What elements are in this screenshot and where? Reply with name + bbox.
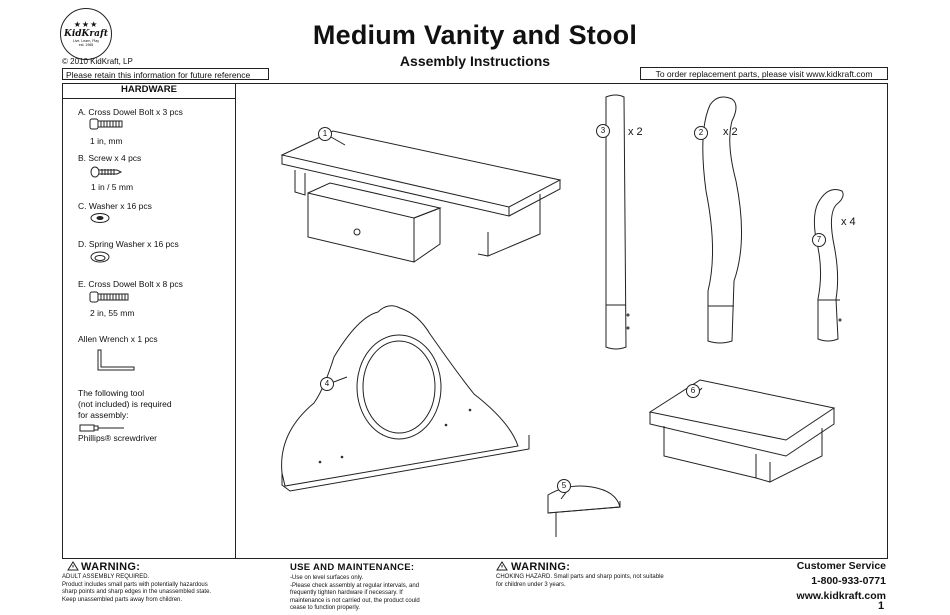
customer-service-web[interactable]: www.kidkraft.com [796, 590, 886, 602]
part-number-5: 5 [557, 479, 571, 493]
warning-2-line: for children under 3 years. [496, 581, 566, 588]
warning-2-line: CHOKING HAZARD. Small parts and sharp po… [496, 574, 664, 580]
use-line: -Please check assembly at regular interv… [290, 582, 420, 589]
warning-2-title: WARNING: [511, 561, 571, 573]
tool-note-3: for assembly: [78, 410, 129, 420]
customer-service-phone: 1-800-933-0771 [811, 575, 886, 587]
warning-triangle-icon-2 [496, 561, 508, 571]
customer-service: Customer Service 1-800-933-0771 www.kidk… [740, 559, 886, 604]
logo-tagline: Live, Learn, Play [72, 39, 100, 43]
warning-triangle-icon [67, 561, 79, 571]
hardware-panel [62, 83, 236, 559]
part-6-stool-seat-drawing [648, 379, 836, 483]
warning-1-text: ADULT ASSEMBLY REQUIRED. Product include… [62, 574, 211, 604]
cross-dowel-bolt-long-icon [89, 291, 129, 303]
logo-stars: ★★★ [73, 20, 99, 29]
part-2-leg-drawing [702, 96, 743, 344]
page-subtitle: Assembly Instructions [399, 53, 551, 69]
spring-washer-icon [90, 251, 110, 263]
warning-2-text: CHOKING HAZARD. Small parts and sharp po… [496, 574, 664, 589]
warning-1-line: sharp points and sharp edges in the unas… [62, 589, 212, 595]
hardware-item-b-dim: 1 in / 5 mm [91, 182, 134, 192]
logo-brand: KidKraft [64, 29, 108, 39]
hardware-item-a-dim: 1 in, mm [90, 136, 123, 146]
use-title: USE AND MAINTENANCE: [290, 562, 415, 573]
part-number-3: 3 [596, 124, 610, 138]
hardware-item-allen: Allen Wrench x 1 pcs [78, 334, 158, 344]
hardware-item-a: A. Cross Dowel Bolt x 3 pcs [78, 107, 183, 117]
part-3-leg-drawing [605, 94, 630, 350]
order-notice: To order replacement parts, please visit… [640, 67, 888, 80]
cross-dowel-bolt-icon [89, 118, 123, 130]
warning-1-title: WARNING: [81, 561, 141, 573]
use-line: -Use on level surfaces only. [290, 575, 364, 581]
retain-notice: Please retain this information for futur… [62, 68, 269, 80]
washer-icon [90, 213, 110, 223]
page-number: 1 [878, 600, 885, 612]
use-text: -Use on level surfaces only. -Please che… [290, 575, 420, 613]
part-qty-3: x 2 [628, 126, 643, 138]
hardware-item-e-dim: 2 in, 55 mm [90, 308, 135, 318]
copyright: © 2010 KidKraft, LP [62, 57, 133, 66]
screw-icon [90, 166, 123, 178]
logo-est: est. 1968 [78, 43, 94, 47]
use-line: frequently tighten hardware if necessary… [290, 590, 403, 596]
part-number-2: 2 [694, 126, 708, 140]
part-number-7: 7 [812, 233, 826, 247]
hardware-item-e: E. Cross Dowel Bolt x 8 pcs [78, 279, 183, 289]
use-line: maintenance is not carried out, the prod… [290, 597, 420, 604]
hardware-divider [62, 98, 236, 99]
part-4-mirror-board-drawing [281, 305, 530, 492]
part-number-6: 6 [686, 384, 700, 398]
part-1-vanity-drawing [280, 130, 562, 263]
warning-1-line: Product includes small parts with potent… [62, 581, 208, 588]
customer-service-title: Customer Service [796, 560, 886, 572]
main-frame [62, 83, 888, 559]
hardware-title: HARDWARE [121, 84, 177, 95]
kidkraft-logo: ★★★ KidKraft Live, Learn, Play est. 1968 [60, 8, 112, 60]
screwdriver-icon [79, 424, 124, 432]
hardware-item-d: D. Spring Washer x 16 pcs [78, 239, 179, 249]
warning-1-line: Keep unassembled parts away from childre… [62, 596, 183, 603]
allen-wrench-icon [97, 349, 135, 371]
tool-note-2: (not included) is required [78, 399, 172, 409]
hardware-item-b: B. Screw x 4 pcs [78, 153, 142, 163]
part-qty-7: x 4 [841, 216, 856, 228]
part-qty-2: x 2 [723, 126, 738, 138]
use-line: cease to function properly. [290, 605, 360, 611]
part-number-1: 1 [318, 127, 332, 141]
tool-name: Phillips® screwdriver [78, 433, 158, 443]
hardware-item-c: C. Washer x 16 pcs [78, 201, 152, 211]
page-title: Medium Vanity and Stool [312, 20, 638, 50]
warning-1-line: ADULT ASSEMBLY REQUIRED. [62, 574, 150, 580]
tool-note-1: The following tool [78, 388, 145, 398]
part-number-4: 4 [320, 377, 334, 391]
